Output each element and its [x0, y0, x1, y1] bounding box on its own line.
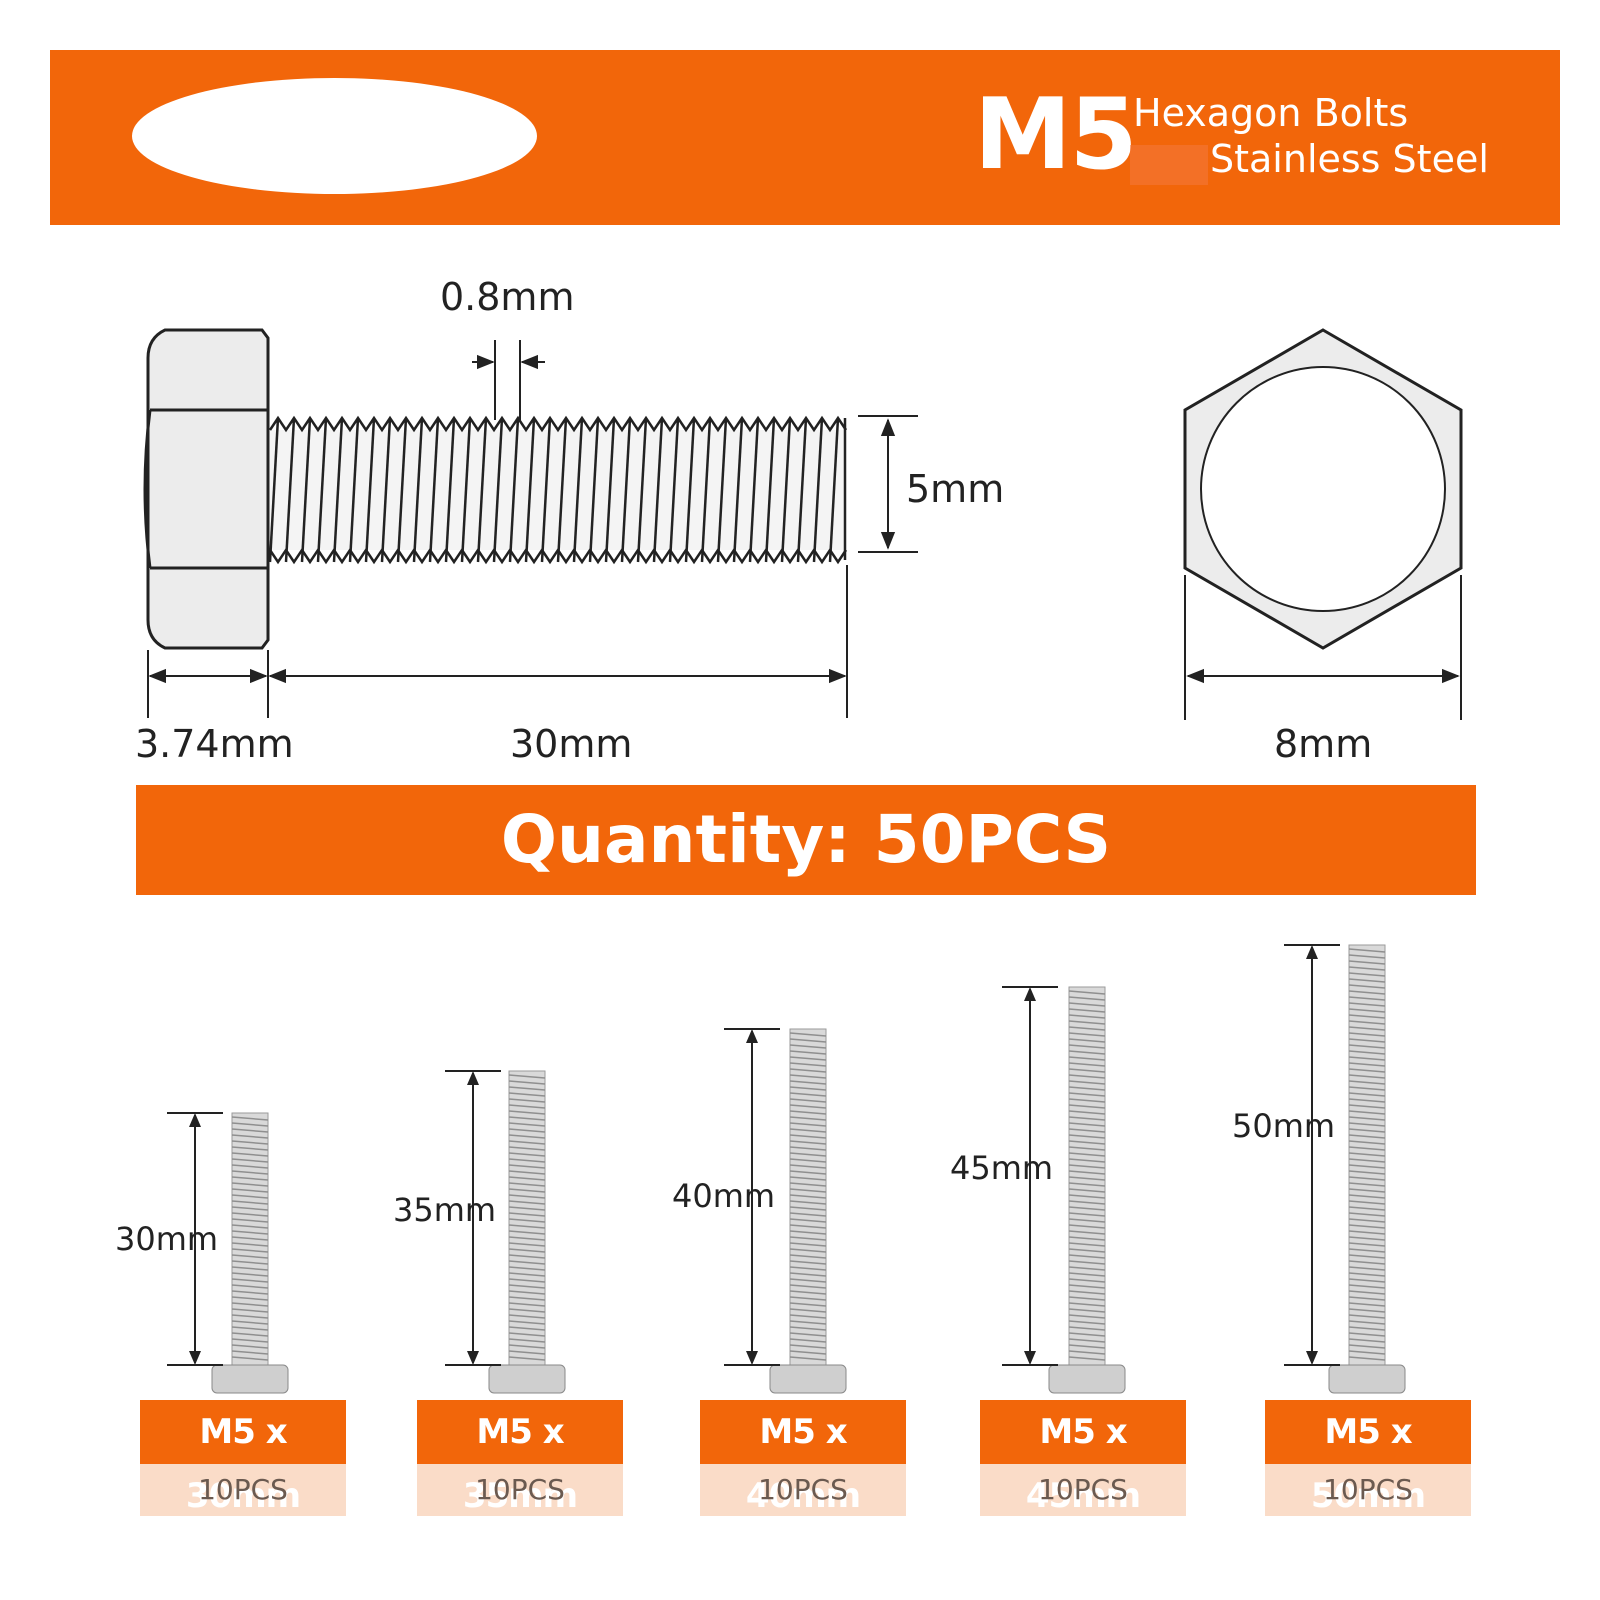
header-banner: M5 Hexagon Bolts Stainless Steel: [50, 50, 1560, 225]
bolt-length-dimension: [1002, 986, 1058, 1366]
length-label: 30mm: [510, 722, 633, 766]
bolt-thread-body: [268, 415, 848, 565]
diameter-dimension: [858, 415, 918, 553]
bolt-photo: [488, 1070, 566, 1394]
size-tag-label: M5 x 30mm: [140, 1400, 346, 1516]
bolt-head-front-view: [1183, 328, 1463, 720]
size-tag-count: 10PCS: [1265, 1464, 1471, 1516]
bolt-photo: [1328, 944, 1406, 1394]
quantity-text: Quantity: 50PCS: [500, 801, 1112, 878]
product-type: Hexagon Bolts: [1133, 91, 1409, 135]
bolt-length-label: 50mm: [1232, 1107, 1336, 1145]
brand-logo-placeholder: [132, 78, 537, 194]
size-tag-label: M5 x 40mm: [700, 1400, 906, 1516]
bolt-photo: [211, 1112, 289, 1394]
head-width-label: 8mm: [1274, 722, 1373, 766]
redacted-mark: [1130, 145, 1208, 185]
bolt-photo: [769, 1028, 847, 1394]
bolt-length-label: 35mm: [393, 1191, 497, 1229]
size-tag-count: 10PCS: [700, 1464, 906, 1516]
bolt-length-dimension: [167, 1112, 223, 1366]
bolt-length-dimension: [445, 1070, 501, 1366]
head-height-label: 3.74mm: [135, 722, 294, 766]
bolt-length-dimension: [1284, 944, 1340, 1366]
pitch-label: 0.8mm: [440, 275, 575, 319]
diameter-label: 5mm: [906, 467, 1005, 511]
bolt-length-label: 40mm: [672, 1177, 776, 1215]
size-title: M5: [974, 78, 1138, 192]
pitch-dimension: [472, 340, 545, 420]
bolt-length-label: 30mm: [115, 1220, 219, 1258]
bolt-technical-drawing: [143, 328, 1463, 720]
length-dimensions: [147, 565, 848, 718]
size-tag: M5 x 50mm 10PCS: [1265, 1400, 1471, 1516]
material-label: Stainless Steel: [1210, 137, 1489, 181]
size-tag: M5 x 45mm 10PCS: [980, 1400, 1186, 1516]
size-tag: M5 x 35mm 10PCS: [417, 1400, 623, 1516]
bolt-length-label: 45mm: [950, 1149, 1054, 1187]
quantity-banner: Quantity: 50PCS: [136, 785, 1476, 895]
size-tag-count: 10PCS: [417, 1464, 623, 1516]
size-tag-count: 10PCS: [140, 1464, 346, 1516]
size-tag: M5 x 40mm 10PCS: [700, 1400, 906, 1516]
size-tag-label: M5 x 35mm: [417, 1400, 623, 1516]
size-tag-label: M5 x 45mm: [980, 1400, 1186, 1516]
size-tag-label: M5 x 50mm: [1265, 1400, 1471, 1516]
size-tag: M5 x 30mm 10PCS: [140, 1400, 346, 1516]
bolt-head-side-view: [143, 328, 270, 650]
bolt-length-dimension: [724, 1028, 780, 1366]
bolt-photo: [1048, 986, 1126, 1394]
size-tag-count: 10PCS: [980, 1464, 1186, 1516]
